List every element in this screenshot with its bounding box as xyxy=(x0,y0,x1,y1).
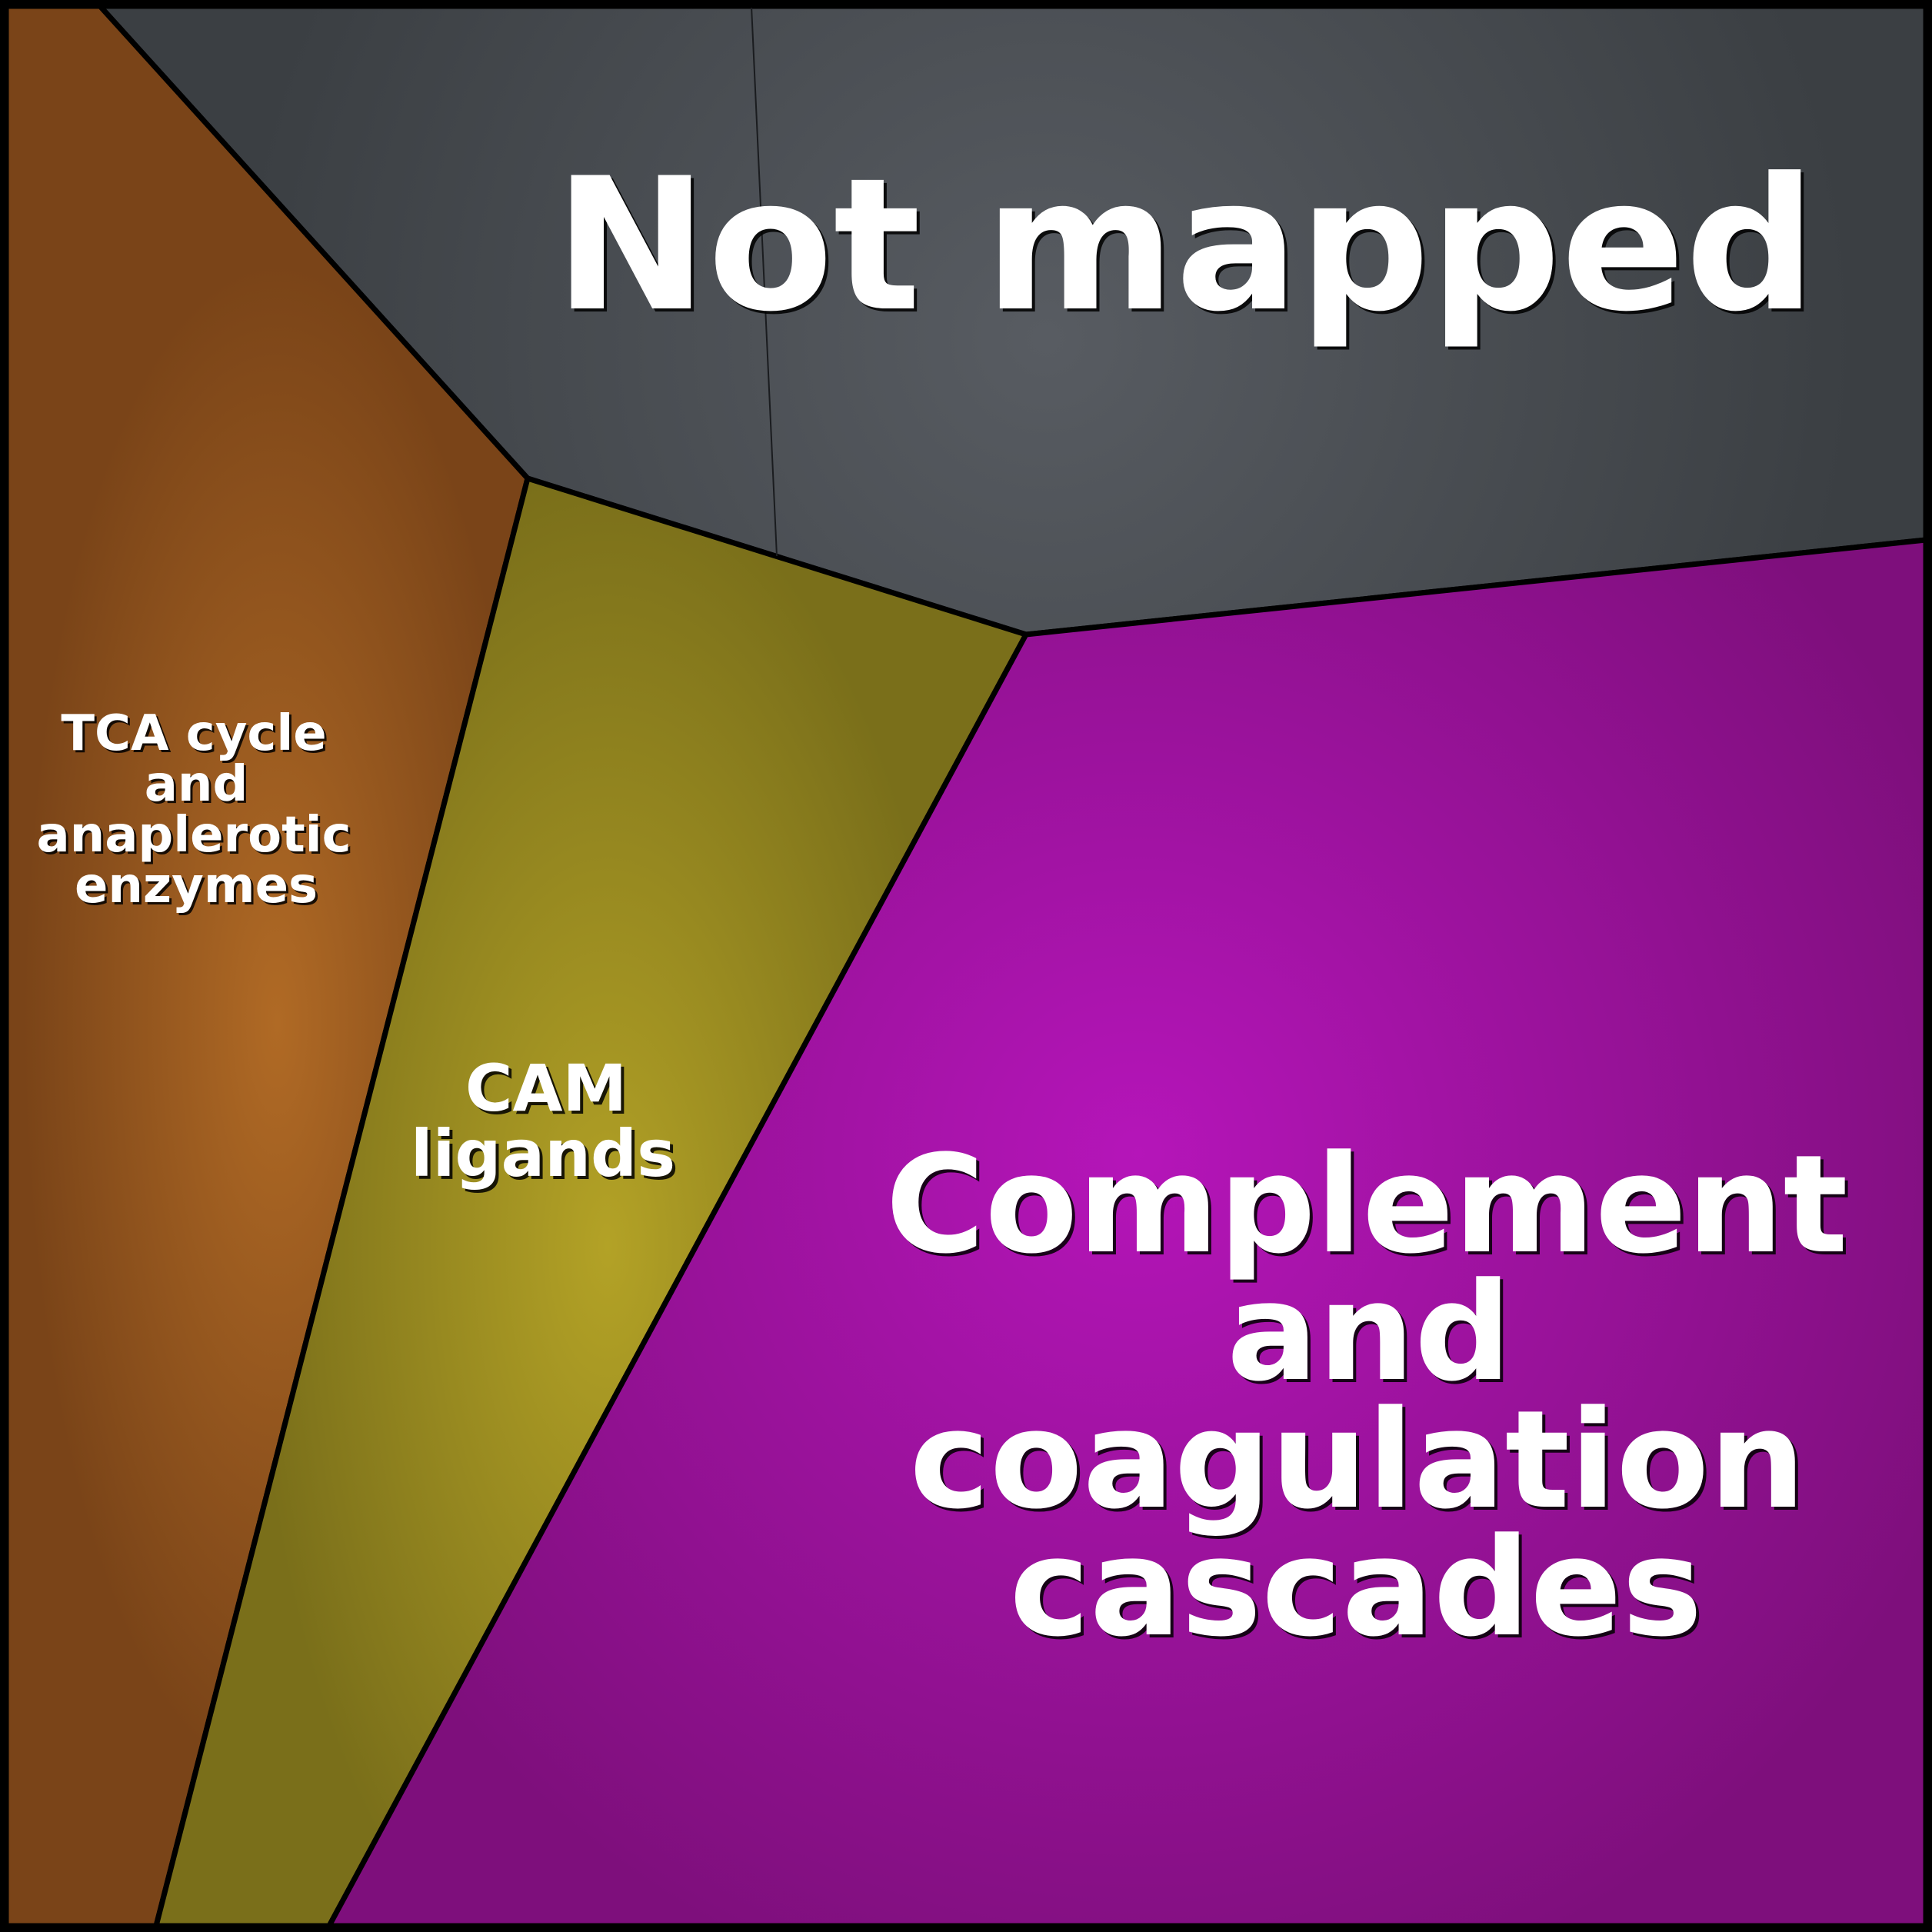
not-mapped-subdivision-line xyxy=(751,5,778,557)
svg-text:TCA cycle: TCA cycle xyxy=(63,708,328,764)
svg-text:and: and xyxy=(145,756,248,813)
svg-text:ligands: ligands xyxy=(414,1119,678,1194)
label-cam-ligands: CAM CAM ligands ligands xyxy=(411,1051,678,1194)
svg-text:enzymes: enzymes xyxy=(75,858,318,914)
svg-text:coagulation: coagulation xyxy=(909,1381,1805,1539)
svg-text:cascades: cascades xyxy=(1009,1509,1702,1667)
svg-text:Not mapped: Not mapped xyxy=(558,142,1819,355)
svg-text:Complement: Complement xyxy=(888,1129,1850,1287)
svg-text:anaplerotic: anaplerotic xyxy=(36,807,351,864)
svg-text:cascades: cascades xyxy=(1012,1512,1705,1670)
svg-text:and: and xyxy=(1227,1254,1511,1411)
svg-text:CAM: CAM xyxy=(465,1051,627,1126)
label-not-mapped: Not mapped Not mapped xyxy=(555,139,1819,355)
svg-text:and: and xyxy=(147,758,251,815)
svg-text:TCA cycle: TCA cycle xyxy=(61,705,326,762)
label-tca-cycle: TCA cycle TCA cycle and and anaplerotic … xyxy=(36,705,353,917)
svg-text:CAM: CAM xyxy=(468,1054,630,1129)
svg-text:coagulation: coagulation xyxy=(912,1384,1808,1542)
svg-text:Complement: Complement xyxy=(885,1126,1847,1284)
svg-text:and: and xyxy=(1230,1257,1514,1414)
svg-text:Not mapped: Not mapped xyxy=(555,139,1816,352)
label-complement-coagulation: Complement Complement and and coagulatio… xyxy=(885,1126,1850,1670)
svg-text:enzymes: enzymes xyxy=(77,860,320,917)
svg-text:ligands: ligands xyxy=(411,1116,675,1191)
svg-text:anaplerotic: anaplerotic xyxy=(38,809,353,866)
